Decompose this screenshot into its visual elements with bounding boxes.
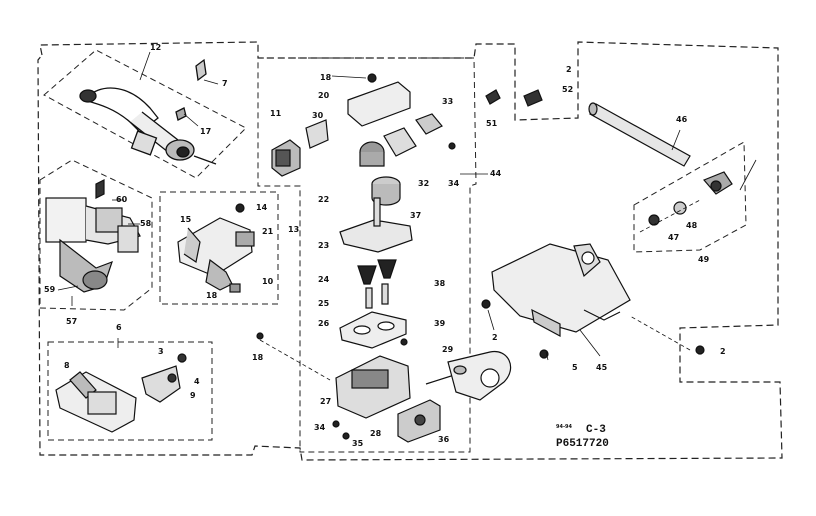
label-45: 45 bbox=[596, 363, 608, 372]
burner-tube-illustration bbox=[79, 58, 217, 165]
label-60: 60 bbox=[116, 195, 128, 204]
label-39: 39 bbox=[434, 319, 446, 328]
label-59: 59 bbox=[44, 285, 56, 294]
leader-lines bbox=[57, 51, 757, 381]
label-7: 7 bbox=[222, 79, 228, 88]
group-44-box bbox=[257, 57, 477, 453]
label-13: 13 bbox=[288, 225, 299, 234]
label-51: 51 bbox=[486, 119, 498, 128]
label-9: 9 bbox=[190, 391, 196, 400]
label-18-c: 18 bbox=[252, 353, 264, 362]
label-36: 36 bbox=[438, 435, 450, 444]
label-17: 17 bbox=[200, 127, 211, 136]
part-labels: 12 7 17 60 58 59 57 15 14 13 21 10 18 6 … bbox=[44, 43, 726, 448]
label-27: 27 bbox=[320, 397, 331, 406]
group-49-box bbox=[633, 141, 747, 253]
label-8: 8 bbox=[64, 361, 70, 370]
label-47: 47 bbox=[668, 233, 679, 242]
label-37: 37 bbox=[410, 211, 421, 220]
diagram-code-small: 94-94 bbox=[556, 424, 573, 430]
label-11: 11 bbox=[270, 109, 282, 118]
label-34-b: 34 bbox=[314, 423, 326, 432]
label-28: 28 bbox=[370, 429, 382, 438]
label-15: 15 bbox=[180, 215, 192, 224]
label-2-b: 2 bbox=[492, 333, 498, 342]
group-57-box bbox=[39, 159, 153, 311]
label-48: 48 bbox=[686, 221, 698, 230]
label-34-a: 34 bbox=[448, 179, 460, 188]
diagram-code: C-3 bbox=[586, 424, 606, 436]
valve-head-illustration bbox=[45, 179, 141, 293]
igniter-6-illustration bbox=[55, 353, 187, 433]
label-20: 20 bbox=[318, 91, 330, 100]
label-14: 14 bbox=[256, 203, 268, 212]
right-bracket-illustration bbox=[481, 89, 733, 359]
label-32: 32 bbox=[418, 179, 429, 188]
label-26: 26 bbox=[318, 319, 330, 328]
label-12: 12 bbox=[150, 43, 161, 52]
group-13-box bbox=[159, 191, 279, 305]
bracket-13-illustration bbox=[177, 203, 255, 293]
part-number: P6517720 bbox=[556, 438, 609, 450]
group-6-box bbox=[47, 341, 213, 441]
label-52: 52 bbox=[562, 85, 573, 94]
label-58: 58 bbox=[140, 219, 152, 228]
label-46: 46 bbox=[676, 115, 688, 124]
label-21: 21 bbox=[262, 227, 274, 236]
label-4: 4 bbox=[194, 377, 200, 386]
label-24: 24 bbox=[318, 275, 330, 284]
label-25: 25 bbox=[318, 299, 330, 308]
label-23: 23 bbox=[318, 241, 329, 250]
label-38: 38 bbox=[434, 279, 446, 288]
label-49: 49 bbox=[698, 255, 710, 264]
label-18-a: 18 bbox=[206, 291, 218, 300]
label-57: 57 bbox=[66, 317, 77, 326]
label-33: 33 bbox=[442, 97, 453, 106]
label-29: 29 bbox=[442, 345, 454, 354]
label-2-c: 2 bbox=[720, 347, 726, 356]
label-3: 3 bbox=[158, 347, 164, 356]
label-30: 30 bbox=[312, 111, 324, 120]
label-2-a: 2 bbox=[566, 65, 572, 74]
label-44: 44 bbox=[490, 169, 502, 178]
label-18-b: 18 bbox=[320, 73, 332, 82]
label-35: 35 bbox=[352, 439, 364, 448]
label-22: 22 bbox=[318, 195, 329, 204]
group-12-box bbox=[43, 49, 247, 179]
label-6: 6 bbox=[116, 323, 122, 332]
label-5: 5 bbox=[572, 363, 578, 372]
label-10: 10 bbox=[262, 277, 274, 286]
center-control-illustration bbox=[256, 73, 512, 443]
